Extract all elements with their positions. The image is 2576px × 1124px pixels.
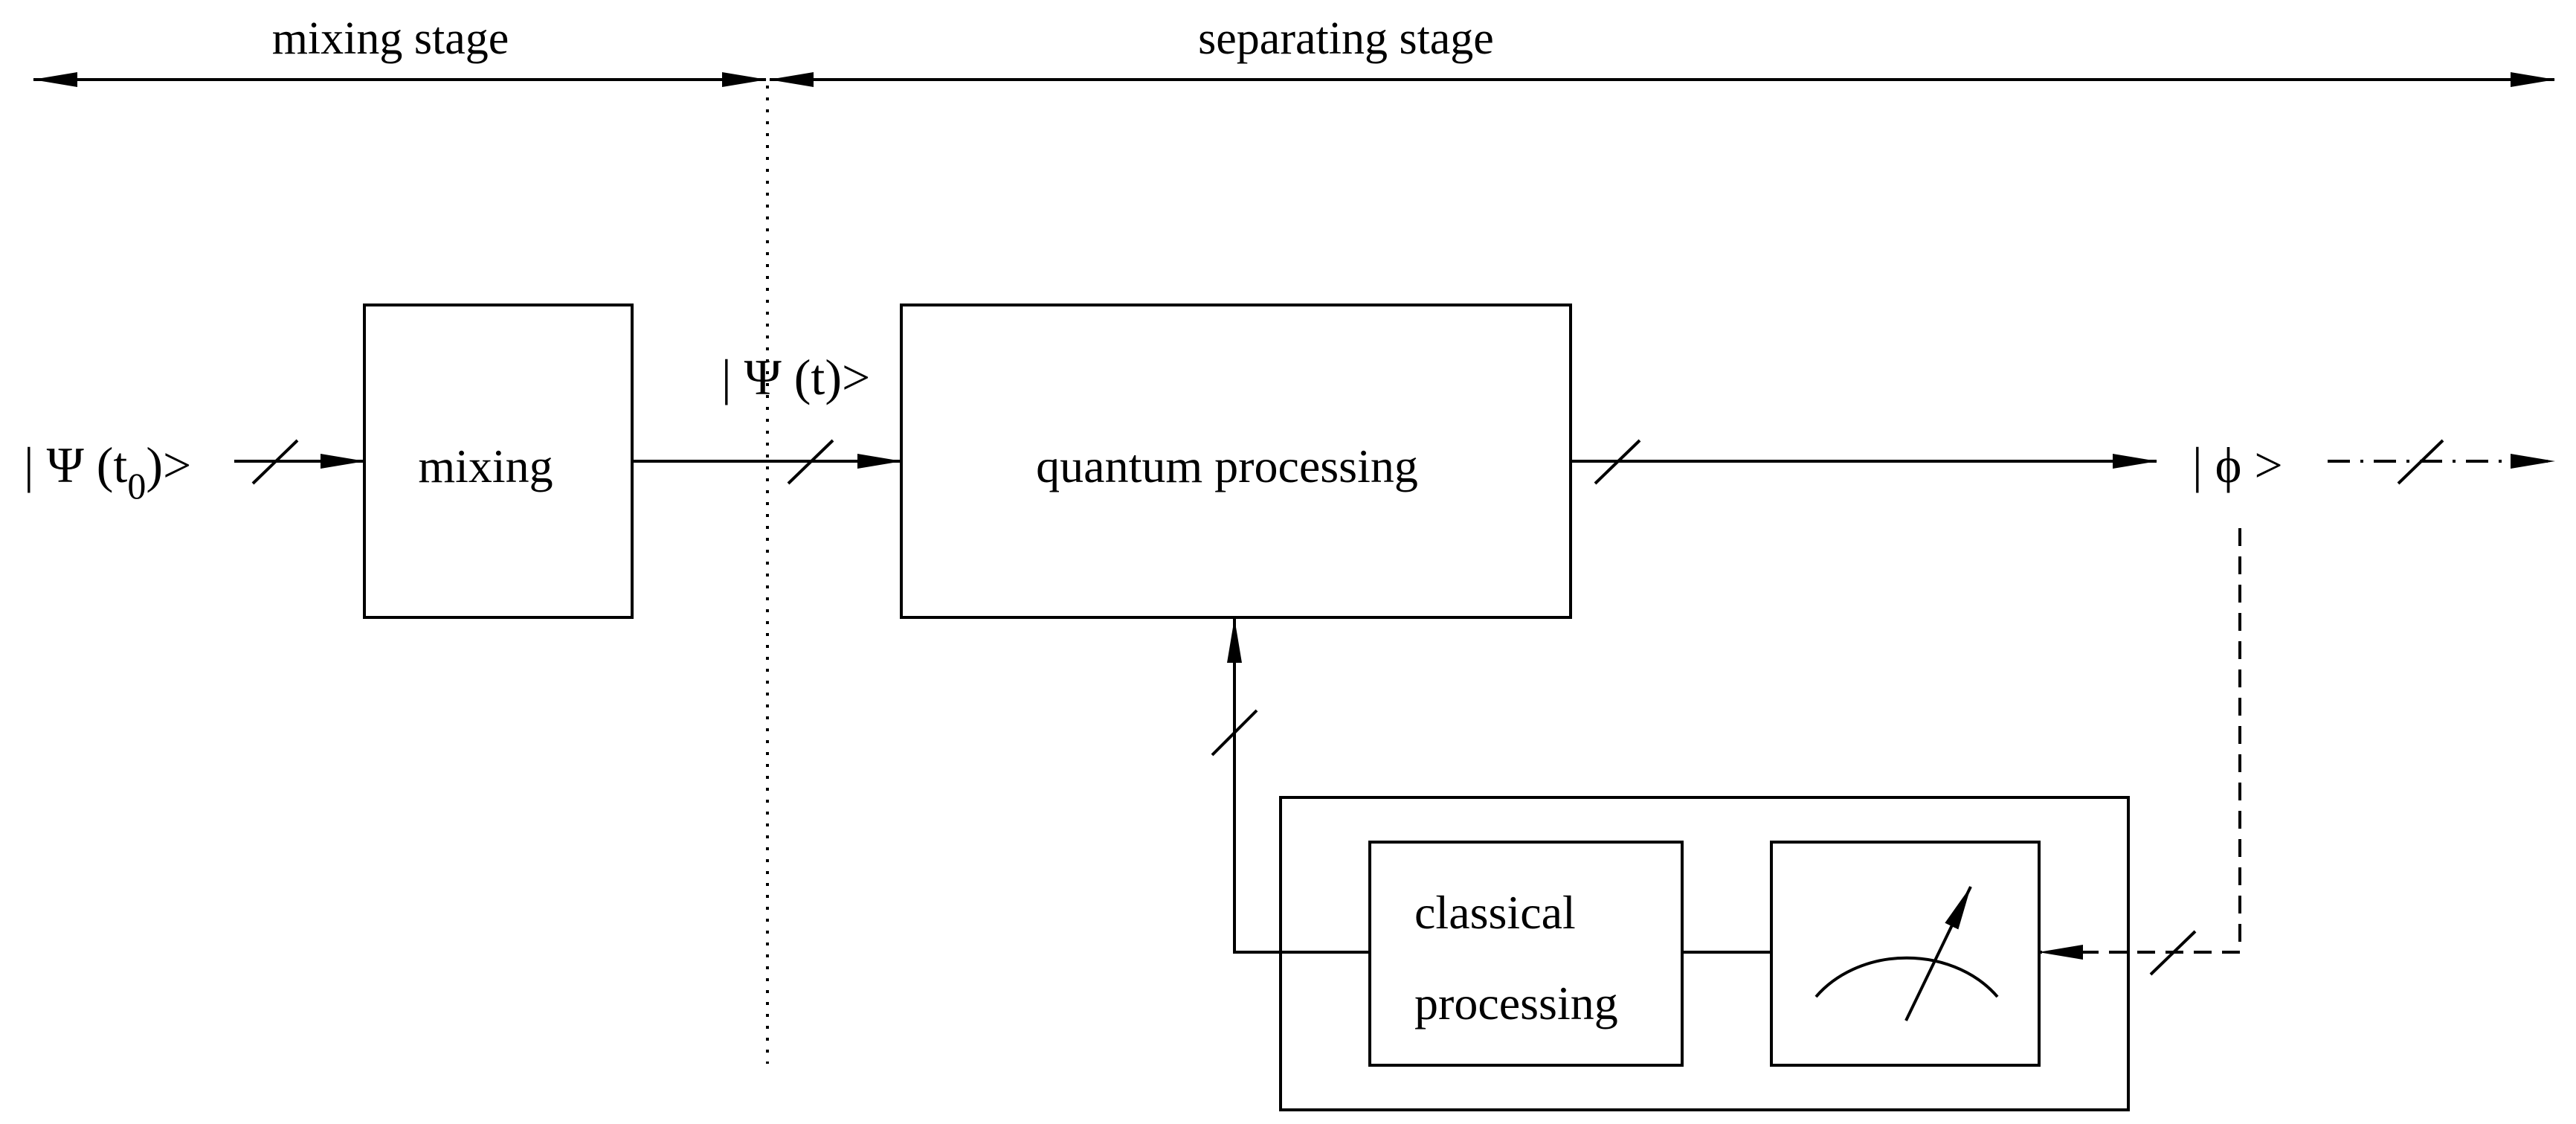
classical-processing-label-line2: processing <box>1414 977 1618 1030</box>
measurement-tap-wire <box>2041 528 2241 954</box>
mixing-stage-label: mixing stage <box>272 13 509 64</box>
measurement-bus-slash <box>2149 930 2197 976</box>
output-bus-slash <box>1594 439 1641 485</box>
feedback-wire <box>1233 619 1370 954</box>
meter-dial-arc <box>1815 956 1999 998</box>
input-bus-slash <box>251 439 299 485</box>
output-continuation-slash <box>2397 439 2444 485</box>
input-state-label: | Ψ (t0)> <box>24 437 191 507</box>
measurement-block <box>1770 841 2041 1067</box>
feedback-bus-slash <box>1211 709 1258 757</box>
intermediate-bus-slash <box>787 439 834 485</box>
quantum-processing-label: quantum processing <box>1036 440 1418 492</box>
intermediate-state-label: | Ψ (t)> <box>721 349 870 405</box>
meter-needle <box>1904 886 1972 1021</box>
separating-stage-label: separating stage <box>1198 13 1494 64</box>
classical-processing-block <box>1368 841 1684 1067</box>
output-state-label: | ϕ > <box>2192 437 2283 493</box>
classical-processing-label-line1: classical <box>1414 886 1576 939</box>
mixing-block-label: mixing <box>418 440 553 492</box>
